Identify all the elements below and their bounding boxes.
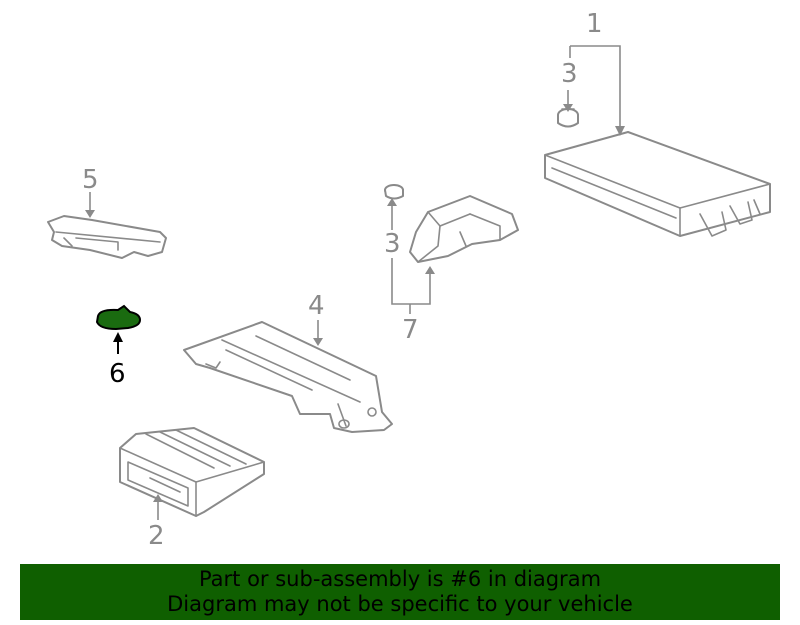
part-6-highlighted[interactable] [95,304,142,331]
part-7-bracket[interactable] [409,195,519,263]
part-3-clip-lower[interactable] [384,184,404,200]
leader-lines [85,45,625,520]
parts-diagram: 1 3 5 3 4 7 6 2 [47,9,771,551]
callout-3-lower: 3 [384,229,401,259]
part-1-module-box[interactable] [544,131,771,237]
callout-5: 5 [82,165,99,195]
callout-6: 6 [109,359,126,389]
callout-2: 2 [148,521,165,551]
part-4-mounting-plate[interactable] [183,321,393,433]
callout-7: 7 [402,315,419,345]
callout-3-upper: 3 [561,59,578,89]
banner-line-2: Diagram may not be specific to your vehi… [167,592,633,616]
part-2-control-unit[interactable] [119,427,265,517]
callout-1: 1 [586,9,603,39]
callout-4: 4 [308,291,325,321]
banner-line-1: Part or sub-assembly is #6 in diagram [198,567,602,591]
part-5-bracket[interactable] [47,215,167,259]
part-3-clip-upper[interactable] [557,108,579,128]
info-banner: Part or sub-assembly is #6 in diagram Di… [20,564,780,620]
